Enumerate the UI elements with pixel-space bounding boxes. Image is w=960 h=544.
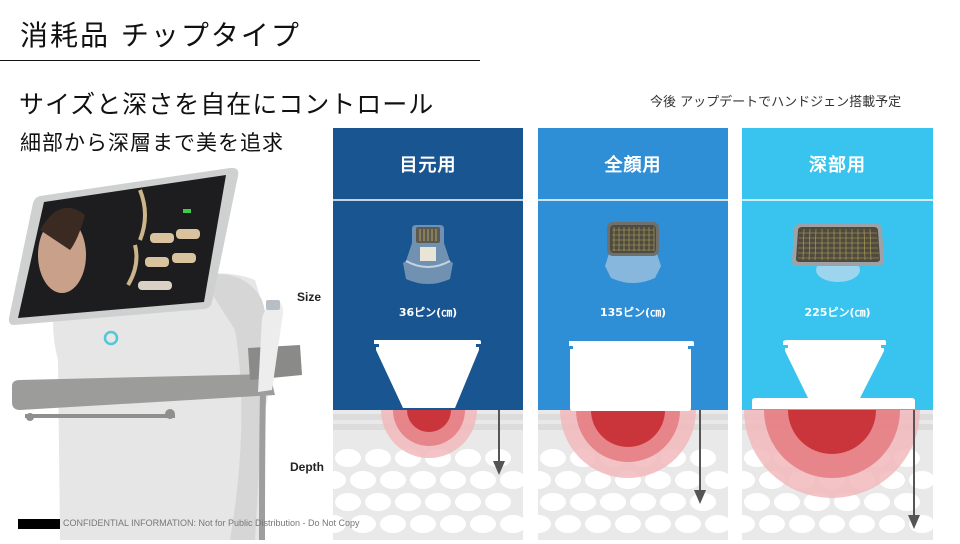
tip-panel-deep: 深部用 225ピン(㎝) (742, 128, 933, 540)
tip-panel-full-face: 全顔用 135ピン(㎝) (538, 128, 728, 540)
panel-title: 深部用 (809, 154, 866, 176)
panel-divider (333, 199, 523, 201)
arrow-down-icon (694, 490, 706, 504)
panel-divider (538, 199, 728, 201)
update-note: 今後 アップデートでハンドジェン搭載予定 (650, 95, 902, 110)
panel-divider (742, 199, 933, 201)
panel-title: 全顔用 (604, 154, 662, 176)
arrow-down-icon (908, 515, 920, 529)
cartridge-tip-medium-icon (601, 220, 665, 294)
cartridge-tip-small-icon (398, 221, 458, 295)
skin-layer-diagram (742, 410, 933, 540)
confidential-text: CONFIDENTIAL INFORMATION: Not for Public… (63, 518, 360, 528)
size-axis-label: Size (297, 290, 322, 304)
skin-layer-diagram (538, 410, 728, 540)
pin-count-label: 225ピン(㎝) (804, 306, 871, 319)
transducer-diagram (752, 340, 920, 529)
page-tagline: 細部から深層まで美を追求 (20, 131, 284, 155)
page-title: 消耗品 チップタイプ (20, 19, 301, 52)
page-subtitle: サイズと深さを自在にコントロール (19, 90, 435, 119)
confidential-footer: CONFIDENTIAL INFORMATION: Not for Public… (18, 518, 360, 529)
hifu-device-image (0, 160, 330, 541)
title-divider (0, 60, 480, 61)
tip-panel-eye: 目元用 36ピン(㎝) (333, 128, 523, 540)
redaction-block (18, 518, 60, 529)
pin-count-label: 36ピン(㎝) (398, 306, 458, 319)
transducer-diagram (569, 341, 706, 504)
arrow-down-icon (493, 461, 505, 475)
skin-layer-diagram (333, 410, 523, 540)
cartridge-tip-large-icon (790, 220, 886, 290)
pin-count-label: 135ピン(㎝) (599, 306, 667, 319)
transducer-diagram (374, 340, 505, 475)
panel-title: 目元用 (399, 154, 457, 176)
depth-axis-label: Depth (290, 460, 324, 474)
